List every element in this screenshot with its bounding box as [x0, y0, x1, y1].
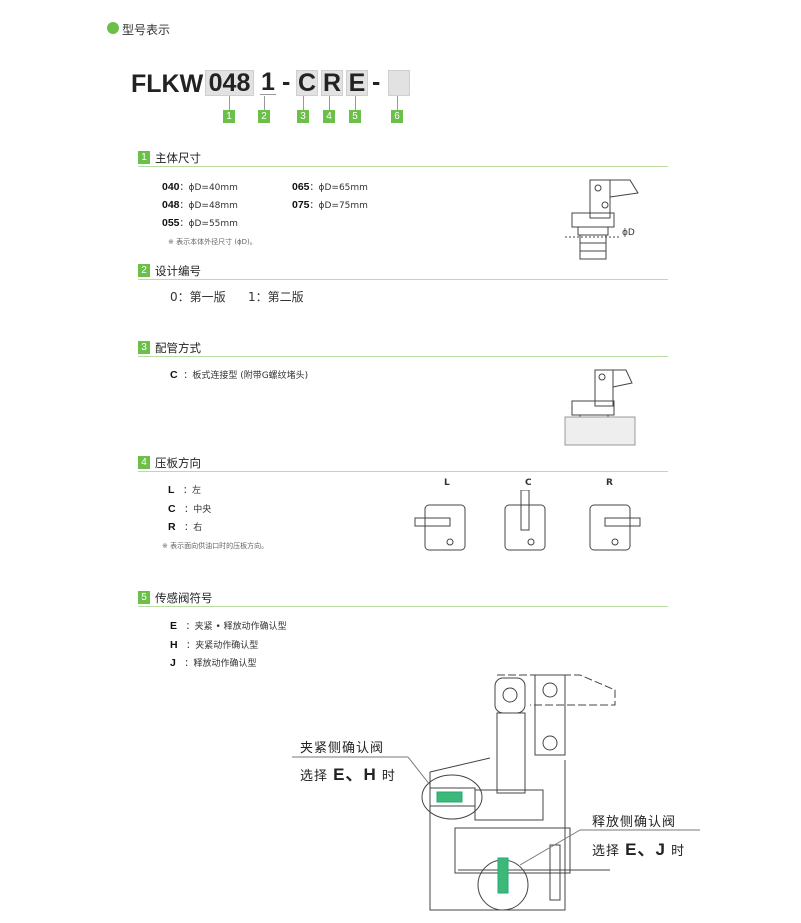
direction-diagrams — [414, 490, 641, 551]
size-note: ※ 表示本体外径尺寸 (ϕD)。 — [168, 238, 257, 246]
segment-size: 048 — [205, 70, 254, 96]
clamp-valve-title: 夹紧侧确认阀 — [300, 741, 385, 756]
direction-label-r: R — [606, 478, 613, 488]
separator: - — [282, 68, 291, 96]
number-badge: 2 — [258, 110, 270, 123]
sensor-valve-cross-section — [292, 674, 700, 911]
release-valve-title: 释放侧确认阀 — [592, 815, 677, 830]
clamp-valve-selection: 选择 E、H 时 — [300, 765, 396, 784]
segment-option — [388, 70, 410, 96]
bullet-icon — [107, 22, 119, 34]
direction-item: L ：左 — [168, 484, 202, 496]
size-item: 048：ϕD=48mm — [162, 199, 238, 211]
sensor-item: E ：夹紧 • 释放动作确认型 — [170, 620, 287, 632]
number-badge: 5 — [349, 110, 361, 123]
size-item: 040：ϕD=40mm — [162, 181, 238, 193]
release-valve-selection: 选择 E、J 时 — [592, 840, 686, 859]
size-item: 055：ϕD=55mm — [162, 217, 238, 229]
piping-item: C ：板式连接型 (附带G螺纹堵头) — [170, 369, 309, 381]
design-item: 0：第一版 — [170, 290, 226, 304]
direction-item: R ：右 — [168, 521, 203, 533]
page-title: 型号表示 — [122, 23, 171, 37]
model-prefix: FLKW — [131, 70, 204, 98]
segment-direction: R — [321, 69, 343, 97]
segment-piping: C — [296, 69, 318, 97]
segment-sensor: E — [346, 70, 368, 96]
piping-diagram — [564, 369, 636, 446]
number-badge: 6 — [391, 110, 403, 123]
sensor-item: H ：夹紧动作确认型 — [170, 639, 259, 651]
size-item: 075：ϕD=75mm — [292, 199, 368, 211]
number-badge: 1 — [223, 110, 235, 123]
diameter-label: ϕD — [622, 228, 635, 238]
direction-label-c: C — [525, 478, 532, 488]
number-badge: 3 — [297, 110, 309, 123]
direction-item: C ：中央 — [168, 503, 212, 515]
direction-note: ※ 表示面向供油口时的压板方向。 — [162, 542, 269, 550]
sensor-item: J ：释放动作确认型 — [170, 657, 257, 669]
segment-design: 1 — [260, 68, 276, 96]
size-item: 065：ϕD=65mm — [292, 181, 368, 193]
separator: - — [372, 68, 381, 96]
direction-label-l: L — [444, 478, 450, 488]
number-badge: 4 — [323, 110, 335, 123]
clamp-size-diagram — [565, 179, 639, 260]
design-item: 1：第二版 — [248, 290, 304, 304]
